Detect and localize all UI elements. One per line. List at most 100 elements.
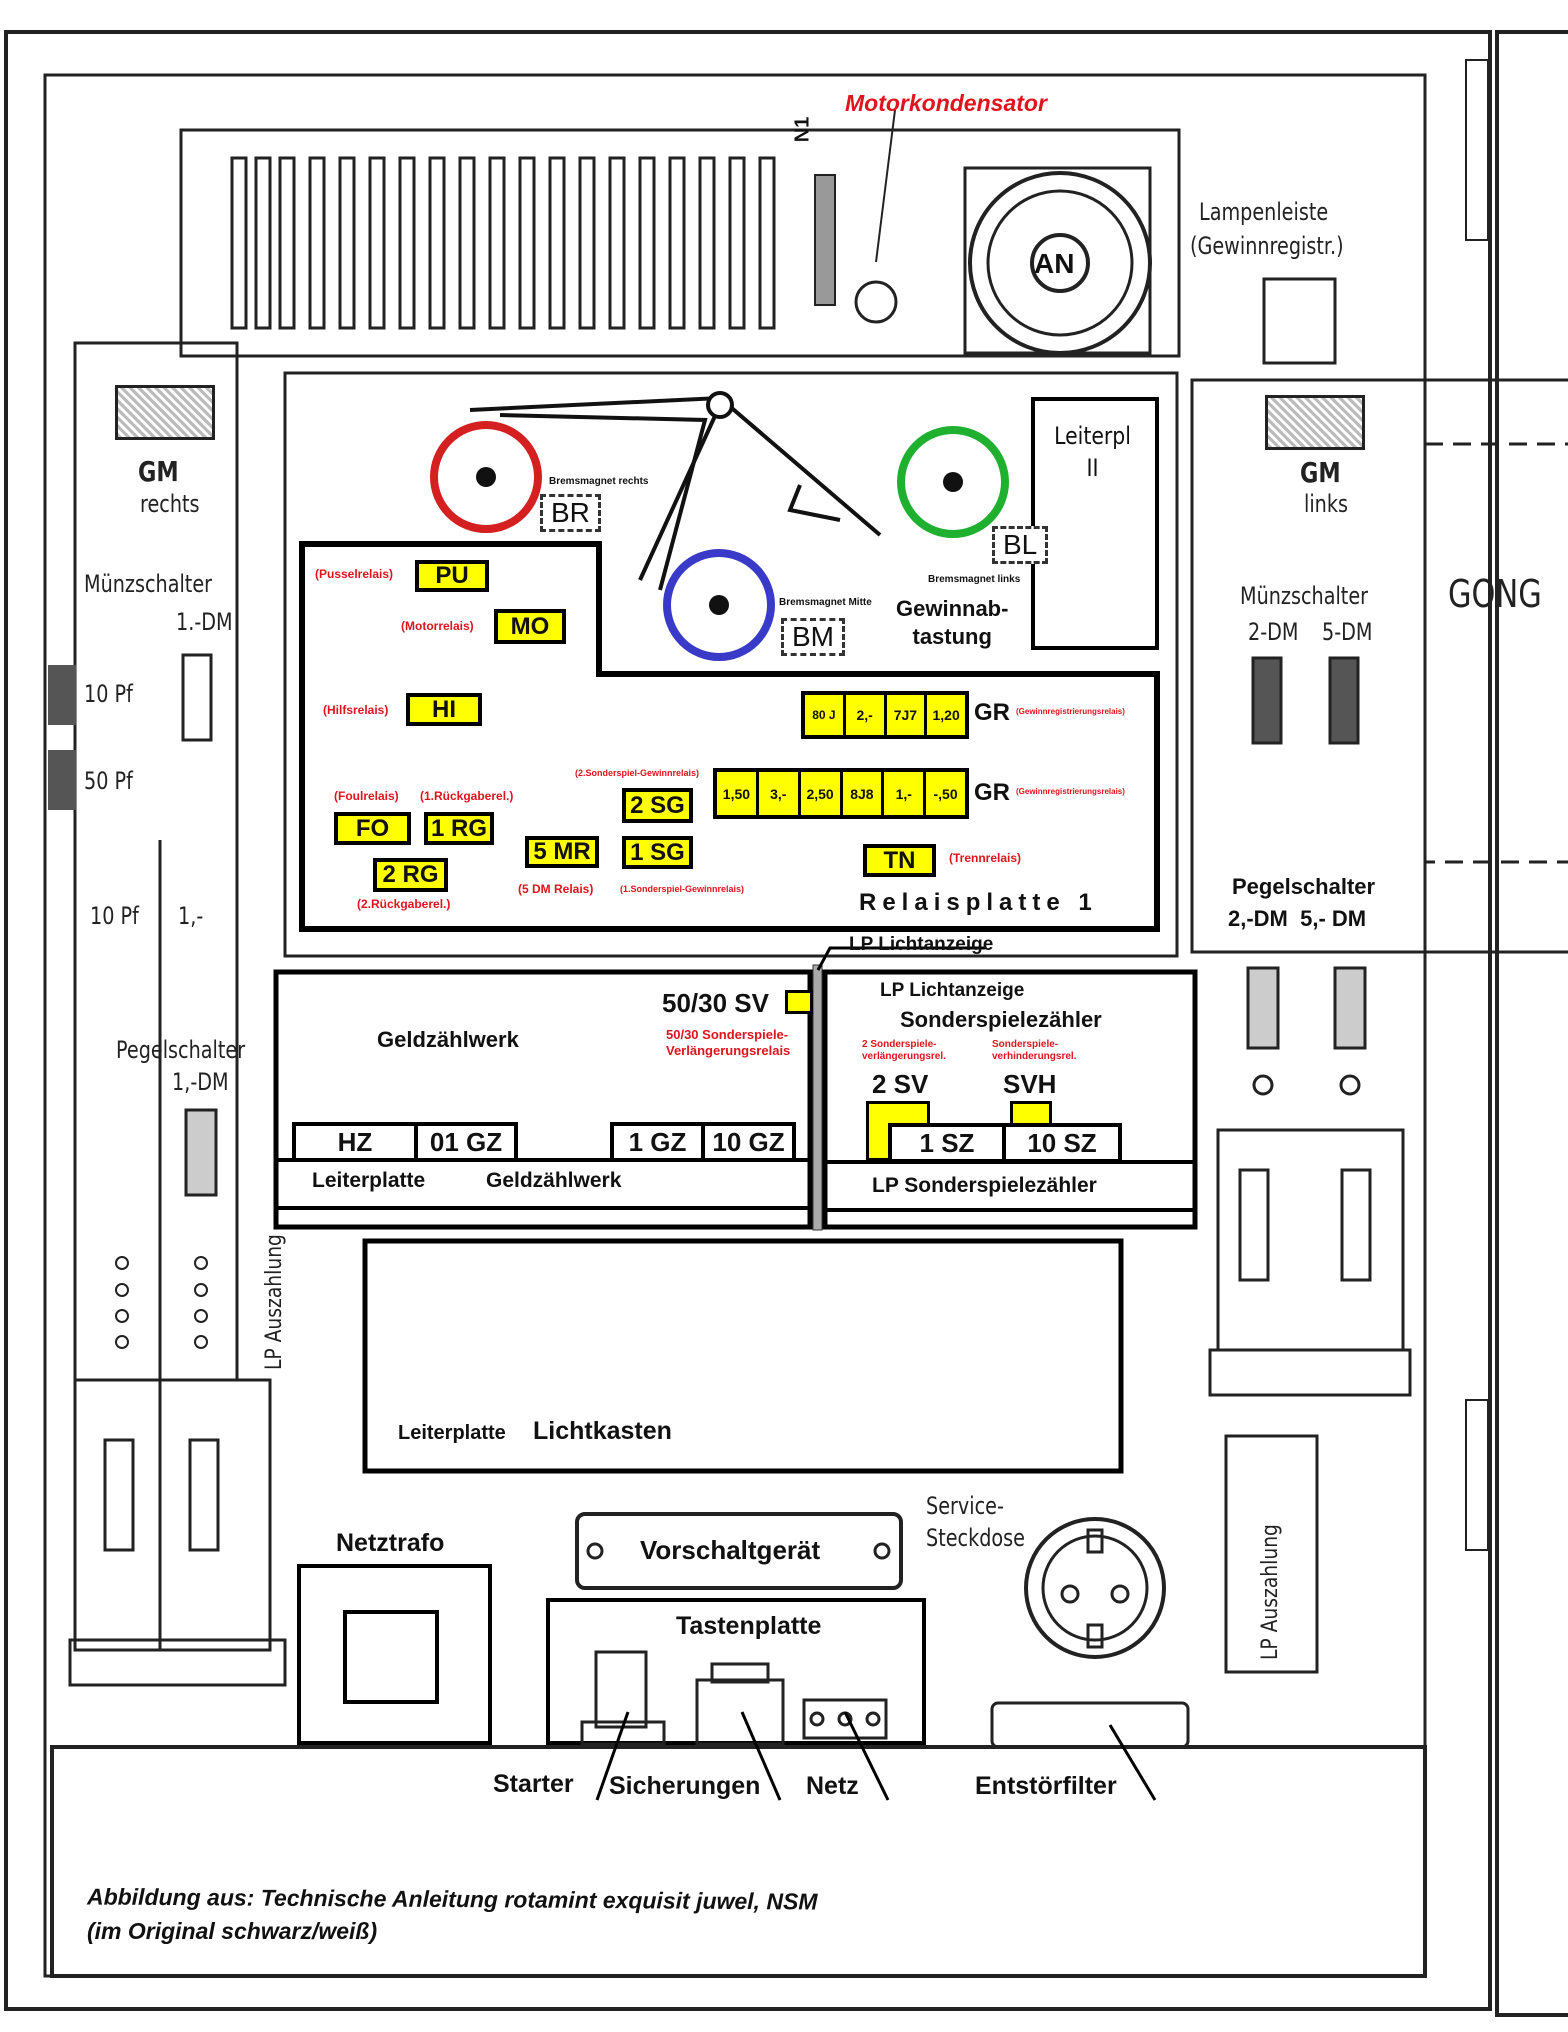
gr-cell: 8J8 xyxy=(842,772,885,815)
gewinnabtastung-label: Gewinnab-tastung xyxy=(896,595,1008,651)
mr5-label: (5 DM Relais) xyxy=(518,882,594,896)
lichtkasten-lp-label: Leiterplatte xyxy=(398,1422,506,1444)
indicator-dots xyxy=(115,1256,208,1349)
mo-label: (Motorrelais) xyxy=(401,619,474,633)
mains-terminal-icon xyxy=(802,1698,888,1740)
bl-label: Bremsmagnet links xyxy=(928,574,1021,585)
starter-label: Starter xyxy=(493,1770,574,1798)
counter-01gz: 01 GZ xyxy=(414,1122,518,1162)
motorkondensator-label: Motorkondensator xyxy=(845,90,1047,116)
relay-1rg: 1 RG xyxy=(424,812,494,845)
gr-row2-label: GR xyxy=(974,779,1010,806)
lever-mechanism xyxy=(469,391,882,591)
relay-5mr: 5 MR xyxy=(525,836,599,868)
gr-cell: 7J7 xyxy=(886,695,928,735)
leiterplatte-geld-label: Leiterplatte xyxy=(312,1169,426,1192)
left-payout-unit xyxy=(73,1378,272,1652)
svh-desc-2: verhinderungsrel. xyxy=(992,1051,1077,1062)
pf10-label: 10 Pf xyxy=(84,680,133,708)
geldzaehlwerk-box xyxy=(273,969,813,1230)
level-switch-1dm xyxy=(184,1108,218,1197)
entstoerfilter-label: Entstörfilter xyxy=(975,1772,1117,1800)
lp-lichtanzeige-label: LP Lichtanzeige xyxy=(880,980,1025,1001)
sv2-label: 2 SV xyxy=(872,1069,929,1099)
gr-row1-label: GR xyxy=(974,699,1010,726)
bm-marker: BM xyxy=(781,618,845,656)
sg2-label: (2.Sonderspiel-Gewinnrelais) xyxy=(575,768,700,778)
lp-auszahlung-right-box xyxy=(1224,1434,1319,1674)
hinge xyxy=(1465,1399,1489,1551)
relay-1sg: 1 SG xyxy=(622,836,693,869)
relay-hi: HI xyxy=(406,693,482,726)
vorschaltgeraet-box xyxy=(575,1512,903,1590)
leiterplatte-ii-box xyxy=(1031,397,1159,650)
netztrafo-box xyxy=(297,1564,492,1745)
rg2-label: (2.Rückgaberel.) xyxy=(357,897,451,911)
counter-hz: HZ xyxy=(292,1122,418,1162)
lichtkasten-box xyxy=(362,1238,1124,1474)
starter-icon xyxy=(594,1650,648,1729)
sonderspielezaehler-box xyxy=(822,969,1198,1230)
brake-magnet-middle-ring xyxy=(663,549,775,661)
gewinnabtastung-line1: Gewinnab- xyxy=(896,596,1009,621)
counter-1gz: 1 GZ xyxy=(610,1122,705,1162)
relay-plate-outline xyxy=(299,541,1160,932)
tastenplatte-label: Tastenplatte xyxy=(676,1612,822,1640)
relay-2sg: 2 SG xyxy=(622,788,693,823)
brake-magnet-left-ring xyxy=(897,426,1009,538)
bottom-strip xyxy=(50,1745,1427,1978)
service-label-1: Service- xyxy=(926,1492,1004,1520)
lamp-strip-box xyxy=(1262,277,1337,365)
gm-rechts-icon xyxy=(115,385,215,440)
lp-auszahlung-left-label: LP Auszahlung xyxy=(262,1234,287,1370)
pegelschalter-left-label: Pegelschalter xyxy=(116,1036,246,1064)
n1-label: N1 xyxy=(791,116,814,143)
gr-cell: 2,50 xyxy=(800,772,843,815)
lp-lichtanzeige-top-label: LP Lichtanzeige xyxy=(849,934,994,955)
gm-links-label: GM xyxy=(1300,456,1341,489)
gr-cell: -,50 xyxy=(926,772,965,815)
br-label: Bremsmagnet rechts xyxy=(549,476,649,487)
right-payout-unit xyxy=(1216,1128,1405,1352)
coin-1dm-label: 1.-DM xyxy=(176,608,233,636)
pegelschalter-left-dm: 1,-DM xyxy=(172,1068,229,1096)
counter-1sz: 1 SZ xyxy=(888,1123,1006,1163)
relay-fo: FO xyxy=(334,812,411,845)
mechanism-panel xyxy=(283,371,1179,958)
pf50-label: 50 Pf xyxy=(84,767,133,795)
coin-switch-5dm xyxy=(1328,656,1360,745)
coin-switch-2dm xyxy=(1251,656,1283,745)
gr-cell: 2,- xyxy=(845,695,887,735)
pu-label: (Pusselrelais) xyxy=(315,567,394,581)
rg1-label: (1.Rückgaberel.) xyxy=(420,789,514,803)
sonderspielezaehler-title: Sonderspielezähler xyxy=(900,1007,1102,1032)
gm-links-sub: links xyxy=(1304,490,1348,518)
outer-frame xyxy=(4,30,1492,2011)
vorschaltgeraet-label: Vorschaltgerät xyxy=(640,1535,821,1565)
netztrafo-label: Netztrafo xyxy=(336,1529,445,1557)
sv5030-desc-1: 50/30 Sonderspiele- xyxy=(666,1027,789,1042)
relaisplatte-label: Relaisplatte 1 xyxy=(859,889,1098,916)
motor-capacitor xyxy=(854,280,898,324)
svh-desc-1: Sonderspiele- xyxy=(992,1039,1059,1050)
tn-label: (Trennrelais) xyxy=(949,851,1022,865)
motor-fins xyxy=(230,156,776,330)
lp-sonderspielezaehler-label: LP Sonderspielezähler xyxy=(872,1174,1097,1197)
gong-label: GONG xyxy=(1448,572,1542,616)
relay-tn: TN xyxy=(863,844,936,877)
gm-rechts-label: GM xyxy=(138,455,179,488)
pegelschalter-right-label: Pegelschalter xyxy=(1232,874,1376,899)
sv2-desc-2: verlängerungsrel. xyxy=(862,1051,946,1062)
relay-mo: MO xyxy=(494,609,566,644)
muenzschalter-left-label: Münzschalter xyxy=(84,570,213,598)
sicherungen-label: Sicherungen xyxy=(609,1772,761,1800)
lp-lichtanzeige-divider xyxy=(812,964,823,1231)
hi-label: (Hilfsrelais) xyxy=(323,703,389,717)
gr-row2: 1,50 3,- 2,50 8J8 1,- -,50 xyxy=(713,768,969,819)
lampenleiste-label: Lampenleiste xyxy=(1199,198,1329,226)
hinge xyxy=(1465,59,1489,241)
gr-row1-desc: (Gewinnregistrierungsrelais) xyxy=(1016,707,1125,716)
pegelschalter-right-dm: 2,-DM 5,- DM xyxy=(1228,906,1367,931)
gm-links-icon xyxy=(1265,395,1365,450)
gong-box xyxy=(1423,442,1568,864)
